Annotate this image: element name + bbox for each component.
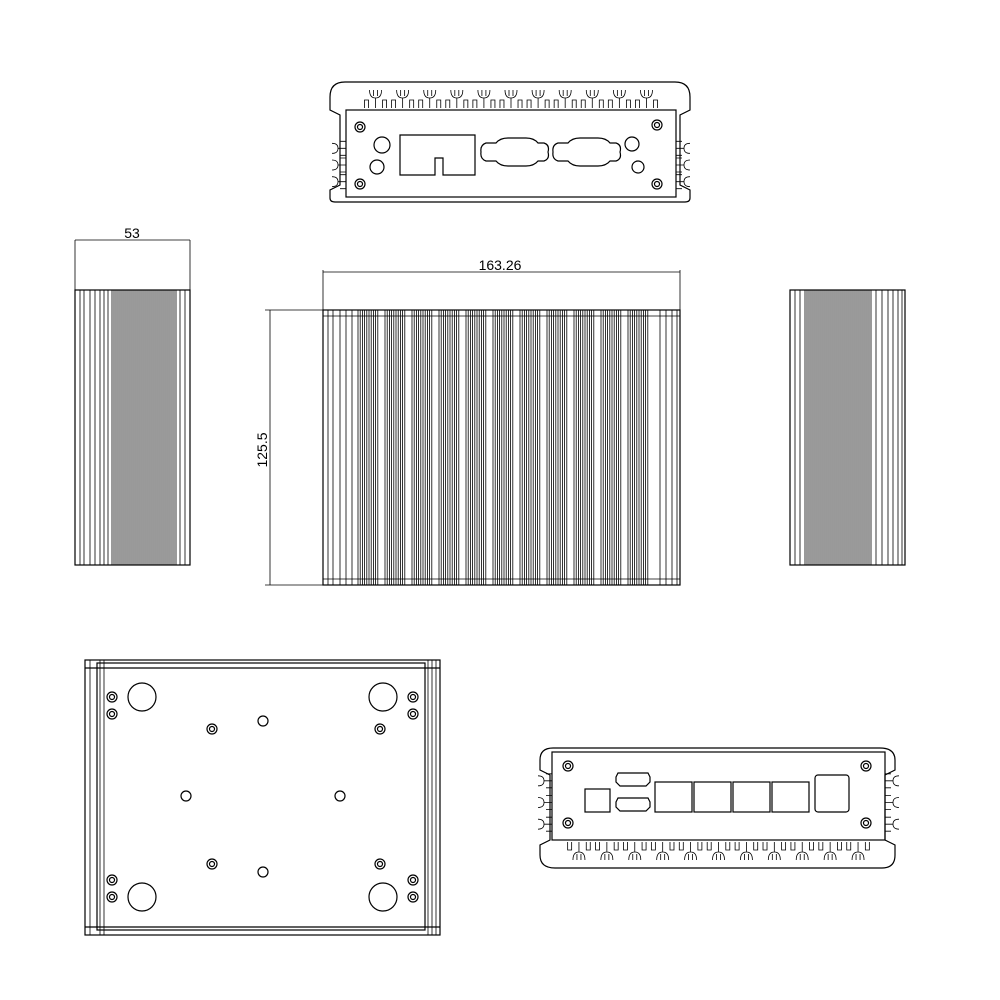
heatsink-fins-bottom bbox=[567, 842, 870, 861]
lan-port bbox=[732, 781, 771, 813]
db9-port bbox=[480, 137, 550, 167]
screw-icon bbox=[106, 874, 118, 886]
fin bbox=[537, 816, 552, 832]
fin bbox=[418, 89, 442, 108]
usb-port bbox=[584, 788, 611, 813]
fin bbox=[391, 89, 415, 108]
screw-icon bbox=[562, 760, 574, 772]
heatsink-fins-top bbox=[364, 89, 658, 108]
fin bbox=[706, 842, 731, 861]
fin bbox=[331, 140, 346, 156]
fin bbox=[331, 157, 346, 173]
screw bbox=[354, 119, 663, 190]
fin bbox=[499, 89, 523, 108]
screw-icon bbox=[106, 891, 118, 903]
screw-icon bbox=[407, 708, 419, 720]
fin bbox=[607, 89, 631, 108]
foot-hole bbox=[127, 882, 157, 912]
screw-icon bbox=[651, 119, 663, 131]
screw-icon bbox=[562, 817, 574, 829]
fin bbox=[676, 157, 691, 173]
dimension-depth: 53 bbox=[74, 225, 191, 290]
dimension-height: 125.5 bbox=[254, 309, 323, 586]
fin bbox=[734, 842, 759, 861]
hdmi-port bbox=[615, 772, 651, 787]
fin bbox=[445, 89, 469, 108]
fin bbox=[595, 842, 619, 861]
screw-icon bbox=[106, 691, 118, 703]
hdmi-port bbox=[615, 797, 651, 812]
screw-icon bbox=[106, 708, 118, 720]
antenna-hole bbox=[624, 136, 640, 152]
heatsink-fins-side bbox=[331, 140, 691, 190]
screw-icon bbox=[374, 723, 386, 735]
heatsink-fins-side bbox=[537, 773, 900, 832]
fin bbox=[678, 842, 703, 861]
fin bbox=[885, 773, 900, 789]
power-jack-cutout bbox=[399, 134, 476, 176]
fin bbox=[567, 842, 591, 861]
screw-icon bbox=[651, 178, 663, 190]
lan-port bbox=[654, 781, 693, 813]
bottom-view bbox=[84, 659, 441, 936]
fin bbox=[364, 89, 387, 108]
fin bbox=[580, 89, 604, 108]
dimension-depth-label: 53 bbox=[124, 225, 140, 241]
screw bbox=[562, 760, 872, 829]
screw-icon bbox=[354, 121, 366, 133]
left-side-view bbox=[74, 289, 191, 566]
lan-port bbox=[771, 781, 810, 813]
screw-icon bbox=[206, 858, 218, 870]
screw bbox=[106, 691, 419, 903]
fin bbox=[553, 89, 577, 108]
fin bbox=[846, 842, 870, 861]
fin bbox=[537, 795, 552, 810]
fin bbox=[676, 140, 691, 156]
fin bbox=[537, 773, 552, 789]
fin bbox=[331, 174, 346, 190]
foot-hole bbox=[127, 682, 157, 712]
fin bbox=[650, 842, 675, 861]
screw-icon bbox=[860, 760, 872, 772]
screw-icon bbox=[407, 891, 419, 903]
foot-hole bbox=[368, 882, 398, 912]
rear-panel-view bbox=[537, 747, 900, 869]
lan-port bbox=[693, 781, 732, 813]
front-panel-view bbox=[329, 81, 691, 203]
fin bbox=[472, 89, 496, 108]
screw-icon bbox=[860, 817, 872, 829]
fin bbox=[885, 795, 900, 810]
fin bbox=[790, 842, 814, 861]
right-side-view bbox=[789, 289, 906, 566]
fin bbox=[818, 842, 842, 861]
fin bbox=[526, 89, 550, 108]
antenna-hole bbox=[373, 136, 391, 154]
fin bbox=[623, 842, 647, 861]
screw-icon bbox=[407, 691, 419, 703]
sim-slot bbox=[814, 774, 850, 813]
antenna-hole bbox=[369, 159, 385, 175]
top-view bbox=[322, 309, 681, 586]
foot-hole bbox=[368, 682, 398, 712]
dimension-height-label: 125.5 bbox=[254, 432, 270, 467]
antenna-hole bbox=[631, 160, 645, 174]
fin bbox=[762, 842, 787, 861]
fin bbox=[635, 89, 658, 108]
screw-icon bbox=[354, 178, 366, 190]
screw-icon bbox=[407, 874, 419, 886]
fin bbox=[676, 174, 691, 190]
screw-icon bbox=[206, 723, 218, 735]
screw-icon bbox=[374, 858, 386, 870]
fin bbox=[885, 816, 900, 832]
dimension-width: 163.26 bbox=[322, 257, 681, 310]
db9-port bbox=[552, 137, 622, 167]
dimension-width-label: 163.26 bbox=[479, 257, 522, 273]
